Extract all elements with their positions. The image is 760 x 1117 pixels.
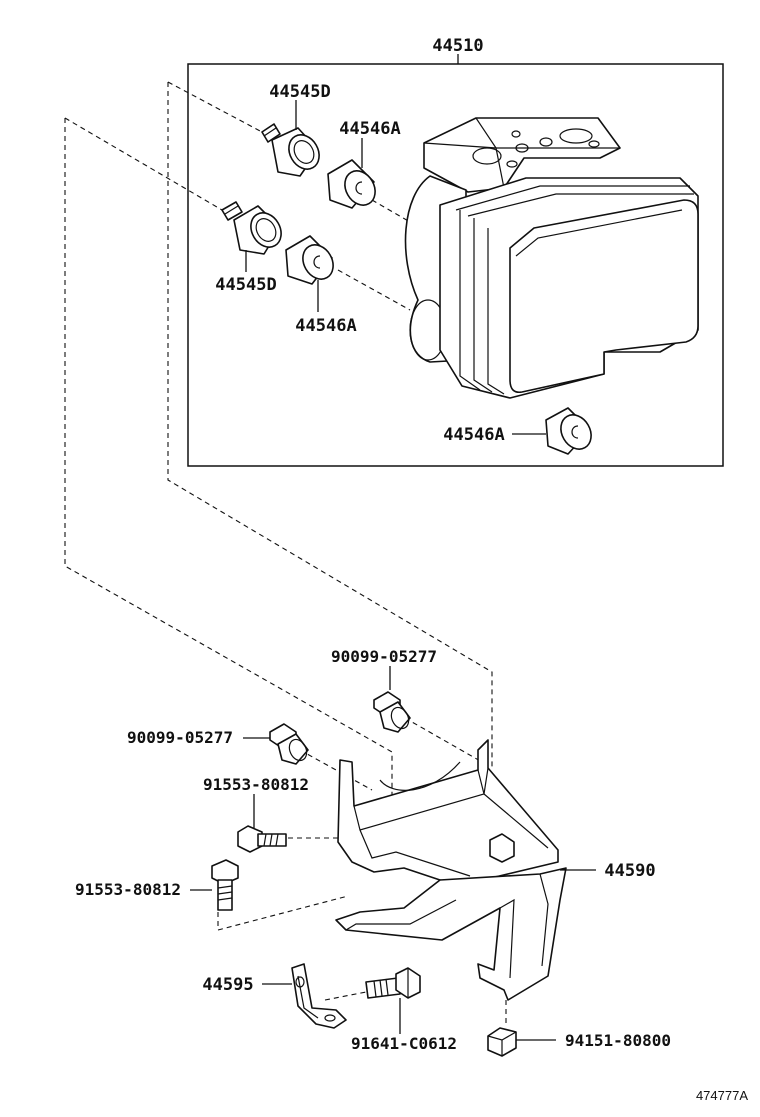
bracket-44590 [335, 739, 567, 1001]
cushion-44546a-lower [545, 407, 592, 455]
grommet-90099-right [373, 691, 411, 733]
label-bolt-side-lower: 91553-80812 [75, 880, 181, 899]
bolt-44545d-upper [261, 123, 320, 177]
label-bolt-side-upper: 91553-80812 [203, 775, 309, 794]
bolt-91641 [365, 967, 421, 999]
label-bolt-upper: 44545D [269, 82, 330, 102]
abs-actuator [404, 117, 699, 399]
leader-lines [190, 100, 596, 1041]
label-bracket-small: 44595 [202, 975, 253, 995]
assembly-box [187, 54, 724, 467]
label-nut: 94151-80800 [565, 1031, 671, 1050]
bolt-91553-lower [211, 859, 239, 911]
guide-lines [64, 81, 493, 1001]
label-cushion-upper: 44546A [339, 119, 400, 139]
cushion-44546a-upper [327, 159, 376, 209]
label-bolt-small: 91641-C0612 [351, 1034, 457, 1053]
label-bracket-main: 44590 [604, 861, 655, 881]
label-bolt-lower: 44545D [215, 275, 276, 295]
bolt-91553-upper [237, 825, 287, 853]
label-cushion-middle: 44546A [295, 316, 356, 336]
label-44510: 44510 [432, 36, 483, 56]
nut-94151 [487, 1000, 517, 1057]
cushion-44546a-middle [285, 235, 334, 285]
bolt-44545d-lower [221, 201, 282, 255]
grommet-90099-left [269, 723, 309, 765]
label-cushion-lower: 44546A [443, 425, 504, 445]
bracket-44595 [291, 963, 347, 1029]
label-grommet-left: 90099-05277 [127, 728, 233, 747]
label-grommet-right: 90099-05277 [331, 647, 437, 666]
illustration-reference: 474777A [696, 1088, 748, 1103]
